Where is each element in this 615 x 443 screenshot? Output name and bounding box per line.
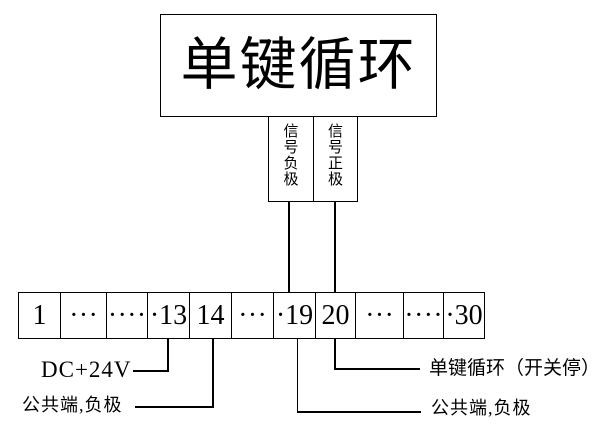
signal-negative-box: 信号负极 — [268, 116, 313, 202]
label-dc24v: DC+24V — [41, 357, 132, 382]
terminal-cell-8: 20 — [316, 293, 356, 338]
terminal-cell-9: ··· — [356, 293, 404, 338]
wire-terminal-13-vertical — [167, 339, 169, 372]
wire-terminal-14-vertical — [212, 339, 214, 408]
terminal-cell-11: ·30 — [445, 299, 483, 331]
terminal-cell-3: ···· — [107, 293, 148, 338]
label-common-negative-right: 公共端,负极 — [431, 398, 532, 418]
signal-positive-box: 信号正极 — [313, 116, 358, 202]
terminal-cell-2: ··· — [61, 293, 107, 338]
wire-terminal-20-vertical — [334, 339, 336, 370]
terminal-cell-4: ·13 — [148, 293, 190, 338]
label-common-negative-left: 公共端,负极 — [22, 395, 123, 415]
signal-negative-label: 信号负极 — [283, 124, 299, 188]
wire-terminal-13-horizontal — [133, 370, 169, 372]
terminal-cell-7: ·19 — [274, 293, 316, 338]
wire-terminal-19-horizontal — [296, 411, 421, 413]
device-title: 单键循环 — [180, 34, 417, 97]
device-box: 单键循环 — [160, 14, 437, 117]
wire-terminal-14-horizontal — [135, 406, 214, 408]
terminal-cell-1: 1 — [19, 293, 61, 338]
wire-signal-negative-vertical — [288, 202, 290, 292]
signal-positive-label: 信号正极 — [327, 124, 343, 188]
wire-signal-positive-vertical — [334, 202, 336, 292]
label-single-key-cycle: 单键循环（开关停） — [429, 358, 601, 379]
terminal-cell-6: ··· — [232, 293, 274, 338]
wire-terminal-20-horizontal — [334, 368, 420, 370]
terminal-cell-10: ···· — [404, 293, 444, 338]
wire-terminal-19-vertical — [296, 339, 298, 413]
terminal-cell-5: 14 — [190, 293, 232, 338]
